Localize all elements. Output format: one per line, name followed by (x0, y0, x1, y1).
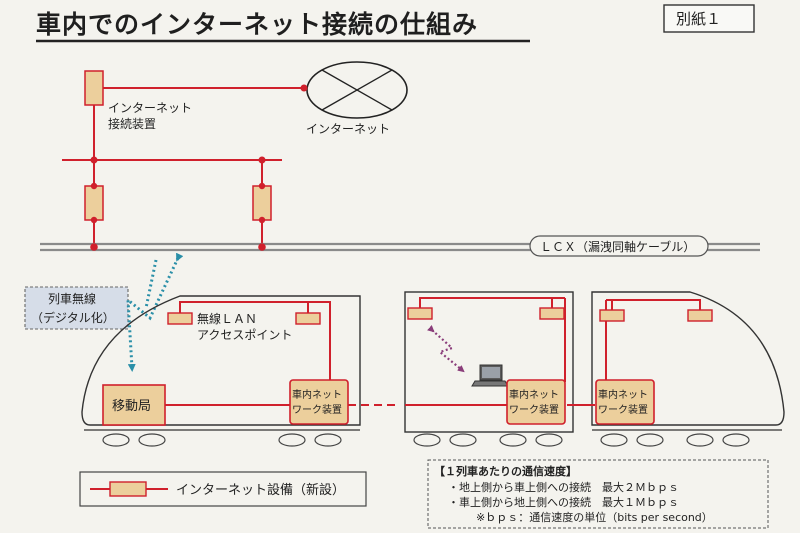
train-radio-label-box: 列車無線 （デジタル化） (24, 286, 129, 330)
internet-connection-device (84, 70, 104, 106)
car-3-ap-1 (599, 309, 625, 322)
ground-device-2 (252, 185, 272, 221)
internet-link-node (300, 84, 308, 92)
train-radio-label-line1: 列車無線 (48, 291, 96, 306)
car-network-device-1-line1: 車内ネット (292, 388, 342, 401)
internet-label: インターネット (306, 122, 390, 136)
train-radio-signal (126, 252, 184, 372)
car-network-device-2-line1: 車内ネット (509, 388, 559, 401)
ground-device-1 (84, 185, 104, 221)
wifi-signal (427, 325, 465, 373)
car-network-device-3-line2: ワーク装置 (598, 403, 648, 416)
speed-line-3: ※ｂｐｓ：通信速度の単位（bits per second） (476, 510, 713, 524)
car-network-device-2-line2: ワーク装置 (509, 403, 559, 416)
train-wheels (102, 433, 750, 447)
car-network-device-3-line1: 車内ネット (598, 388, 648, 401)
train-radio-label-line2: （デジタル化） (31, 310, 115, 325)
speed-line-1: ・地上側から車上側への接続 最大２Ｍｂｐｓ (448, 480, 679, 494)
wireless-ap-1 (167, 312, 193, 325)
car-network-device-2 (506, 379, 566, 425)
car-2-ap-1 (407, 307, 433, 320)
mobile-station-label: 移動局 (112, 399, 151, 414)
train-car-2 (404, 291, 574, 433)
connection-device-label-line2: 接続装置 (108, 116, 156, 131)
attachment-box: 別紙１ (663, 4, 755, 33)
car-network-device-1 (289, 379, 349, 425)
train-car-1 (81, 295, 361, 431)
lcx-label: ＬＣＸ（漏洩同軸ケーブル） (540, 239, 695, 254)
speed-info-box: 【１列車あたりの通信速度】 ・地上側から車上側への接続 最大２Ｍｂｐｓ ・車上側… (427, 459, 769, 529)
wireless-ap-2 (295, 312, 321, 325)
internet-cloud (306, 61, 408, 119)
car-2-wiring (419, 297, 595, 406)
speed-heading: 【１列車あたりの通信速度】 (434, 464, 577, 478)
car-2-ap-2 (539, 307, 565, 320)
laptop-icon (471, 364, 509, 387)
wireless-lan-label-line1: 無線ＬＡＮ (197, 311, 257, 326)
car-network-device-3 (595, 379, 655, 425)
mobile-station (102, 384, 166, 426)
car-network-device-1-line2: ワーク装置 (292, 403, 342, 416)
legend-swatch (109, 481, 147, 497)
train-car-3 (591, 291, 785, 431)
car-3-ap-2 (687, 309, 713, 322)
connection-device-label-line1: インターネット (108, 101, 192, 115)
attachment-label: 別紙１ (676, 10, 721, 28)
legend: インターネット設備（新設） (79, 471, 367, 507)
lcx-label-box (529, 235, 709, 257)
car-1-wiring (165, 301, 331, 406)
page-title: 車内でのインターネット接続の仕組み (36, 10, 478, 39)
legend-label: インターネット設備（新設） (176, 482, 345, 498)
speed-line-2: ・車上側から地上側への接続 最大１Ｍｂｐｓ (448, 495, 679, 509)
wireless-lan-label-line2: アクセスポイント (197, 328, 292, 342)
